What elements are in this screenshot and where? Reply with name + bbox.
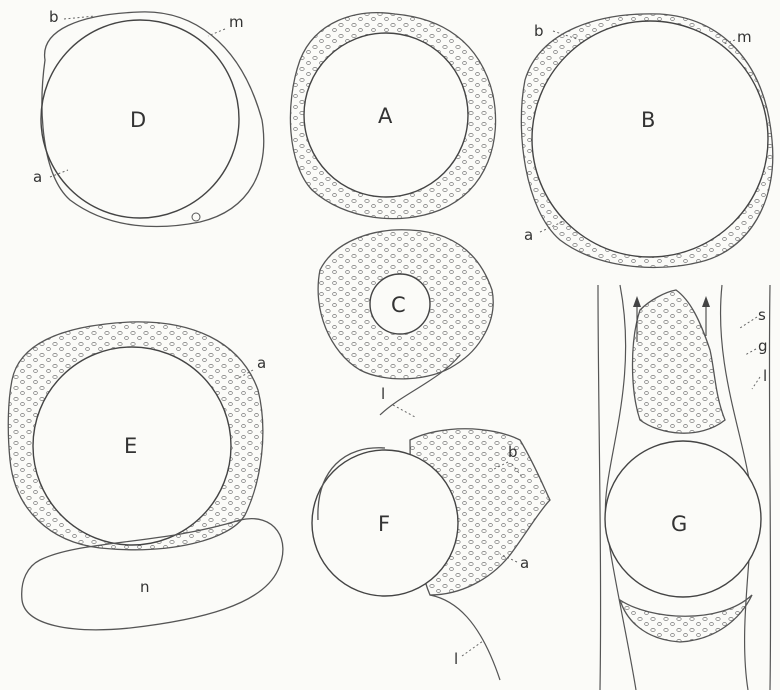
figure-e: a E n [8, 322, 283, 630]
figure-g-l-leader [752, 377, 760, 389]
figure-e-n-label: n [140, 578, 150, 596]
figure-g-left-outer-wall [598, 285, 601, 690]
figure-g-label: G [671, 512, 687, 536]
figure-f-a-label: a [520, 554, 529, 572]
figure-c-label: C [391, 293, 406, 317]
figure-g-l-label: l [763, 367, 767, 385]
figure-f: l b a l F [312, 355, 550, 680]
figure-e-a-label: a [257, 354, 266, 372]
figure-f-l2-leader [462, 641, 483, 656]
figure-g-arrowhead-right [702, 296, 710, 307]
figure-g-g-leader [745, 349, 756, 355]
figure-b-cell [532, 21, 768, 257]
figure-f-l1-leader [393, 405, 415, 417]
figure-d-b-label: b [49, 8, 59, 26]
figure-c: C [318, 230, 493, 379]
figure-d-bead [192, 213, 200, 221]
figure-g: s g l G [598, 285, 771, 690]
figure-f-b-label: b [508, 443, 518, 461]
figure-f-label: F [378, 512, 390, 536]
figure-f-l1-label: l [381, 385, 385, 403]
figure-f-l2-label: l [454, 650, 458, 668]
figure-f-lower-wall [430, 595, 500, 680]
figure-g-g-label: g [758, 337, 768, 355]
figure-a-label: A [378, 104, 393, 128]
figure-b-label: B [641, 108, 655, 132]
figure-g-s-leader [740, 317, 757, 328]
figure-b-b-label: b [534, 22, 544, 40]
figure-b-m-label: m [737, 28, 752, 46]
figure-d-label: D [130, 108, 146, 132]
figure-g-s-label: s [758, 306, 766, 324]
figure-g-lower-cytoplasm [620, 595, 752, 642]
figure-d: b m a D [33, 8, 264, 227]
figure-a: A [290, 13, 495, 219]
figure-d-a-label: a [33, 168, 42, 186]
figure-b-a-label: a [524, 226, 533, 244]
figure-d-m-label: m [229, 13, 244, 31]
figure-b: b m a B [521, 14, 772, 268]
figure-g-arrowhead-left [633, 296, 641, 307]
figure-g-right-outer-wall [769, 285, 770, 690]
figure-g-cytoplasm [633, 290, 726, 433]
figure-e-label: E [124, 434, 137, 458]
